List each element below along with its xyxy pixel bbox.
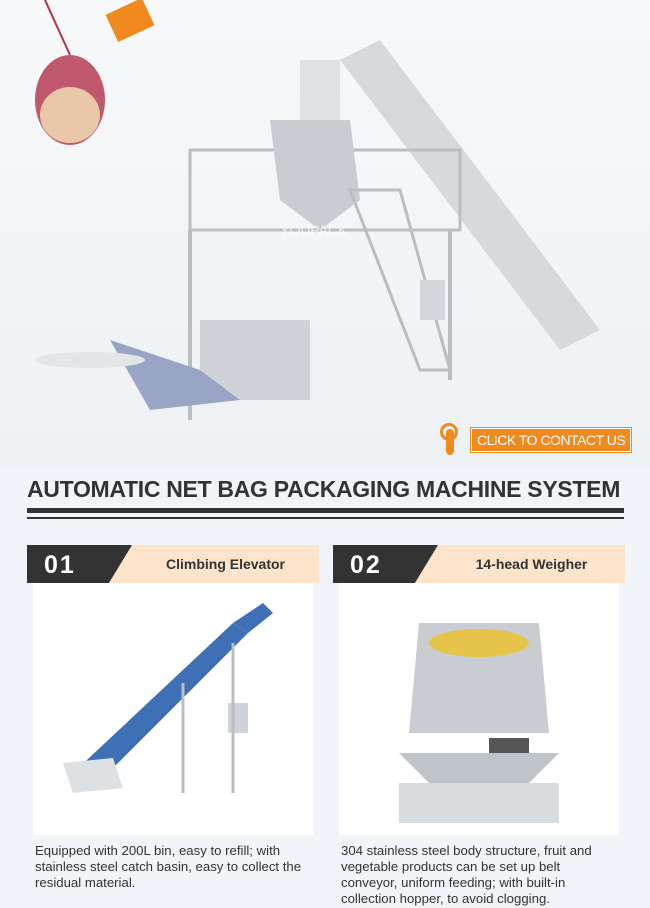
hand-pointer-icon [438,423,468,457]
card-description: 304 stainless steel body structure, frui… [341,843,592,906]
card-number: 02 [333,545,438,583]
hero-machine-image: YOUPACK [0,0,650,465]
card-header: 02 14-head Weigher [333,545,625,583]
weigher-image [339,583,619,835]
contact-us-label: CLICK TO CONTACT US [469,427,633,453]
packaging-machine-illustration: YOUPACK [35,0,600,420]
card-description: Equipped with 200L bin, easy to refill; … [35,843,302,890]
contact-us-button[interactable]: CLICK TO CONTACT US [438,423,633,457]
feature-card-14-head-weigher: 02 14-head Weigher 304 stainless steel b… [333,545,625,907]
page-title: AUTOMATIC NET BAG PACKAGING MACHINE SYST… [27,476,621,502]
feature-card-climbing-elevator: 01 Climbing Elevator Equipped with 200L … [27,545,319,891]
card-name: 14-head Weigher [475,556,588,572]
divider-thin [27,517,624,519]
climbing-elevator-image [33,583,313,835]
divider-thick [27,508,624,513]
card-number: 01 [27,545,132,583]
card-name: Climbing Elevator [165,556,286,572]
watermark: YOUPACK [280,222,348,238]
card-header: 01 Climbing Elevator [27,545,319,583]
